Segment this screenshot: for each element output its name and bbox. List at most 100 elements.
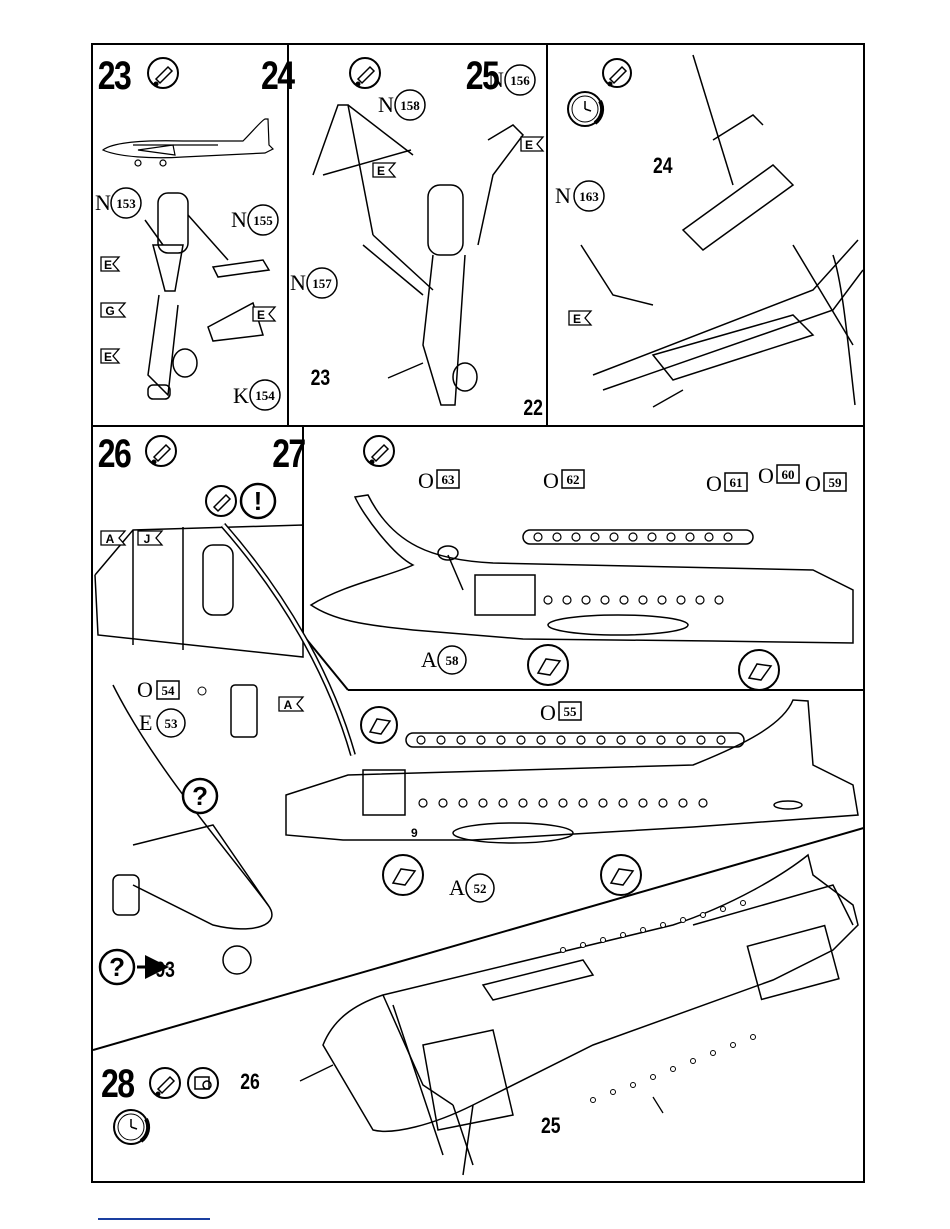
glue-point-icon <box>383 855 423 895</box>
gear-retraction-drawing <box>313 105 523 405</box>
window-label: 9 <box>411 826 418 840</box>
step-callout: 26 <box>240 1070 260 1094</box>
svg-text:A: A <box>106 532 115 546</box>
svg-text:A: A <box>284 698 293 712</box>
glue-icon <box>206 486 236 516</box>
svg-text:K: K <box>233 383 249 408</box>
svg-text:J: J <box>144 532 151 546</box>
insertion-arrow <box>223 525 353 755</box>
part-label-n155: N 155 <box>231 205 278 235</box>
glue-icon <box>364 436 394 466</box>
svg-text:N: N <box>231 207 247 232</box>
svg-text:A: A <box>421 647 437 672</box>
svg-text:E: E <box>104 258 112 272</box>
svg-text:60: 60 <box>782 467 795 482</box>
step-27: 27 O 63 O 62 O 61 O 60 O <box>272 431 858 902</box>
part-label-o63: O 63 <box>418 468 459 493</box>
footer-rule <box>98 1218 210 1220</box>
part-label-n153: N 153 <box>95 188 141 218</box>
svg-text:153: 153 <box>116 196 136 211</box>
svg-text:O: O <box>540 700 556 725</box>
step-number: 26 <box>98 431 131 476</box>
svg-text:N: N <box>378 92 394 117</box>
paint-tag-e: E <box>101 257 119 272</box>
svg-text:158: 158 <box>400 98 420 113</box>
help-icon: ? <box>183 779 217 813</box>
decal-icon <box>188 1068 218 1098</box>
clock-icon <box>114 1110 148 1144</box>
aircraft-silhouette <box>103 119 273 166</box>
svg-text:N: N <box>290 270 306 295</box>
part-label-o55: O 55 <box>540 700 581 725</box>
svg-text:54: 54 <box>162 683 176 698</box>
svg-text:59: 59 <box>829 475 843 490</box>
glue-point-icon <box>739 650 779 690</box>
svg-text:E: E <box>573 312 581 326</box>
svg-text:A: A <box>449 875 465 900</box>
fuselage-assembly-drawing <box>323 855 858 1175</box>
svg-text:E: E <box>104 350 112 364</box>
part-label-a52: A 52 <box>449 874 494 902</box>
clock-icon <box>568 92 602 126</box>
svg-text:E: E <box>377 164 385 178</box>
part-label-o60: O 60 <box>758 463 799 488</box>
glue-icon <box>603 59 631 87</box>
step-number: 27 <box>272 431 305 476</box>
part-label-o61: O 61 <box>706 471 747 496</box>
part-label-n157: N 157 <box>290 268 337 298</box>
svg-text:155: 155 <box>253 213 273 228</box>
svg-text:62: 62 <box>567 472 580 487</box>
part-label-a58: A 58 <box>421 646 466 674</box>
insertion-arrow-inner <box>223 525 353 755</box>
svg-text:O: O <box>805 471 821 496</box>
step-23: 23 N 153 <box>95 53 280 410</box>
paint-tag-j: J <box>138 531 162 546</box>
paint-tag-e: E <box>569 311 591 326</box>
svg-text:58: 58 <box>446 653 460 668</box>
svg-text:52: 52 <box>474 881 487 896</box>
part-label-n158: N 158 <box>378 90 425 120</box>
svg-text:O: O <box>418 468 434 493</box>
help-icon: ? <box>100 950 134 984</box>
callout-leader <box>653 390 683 407</box>
glue-point-icon <box>361 707 397 743</box>
svg-text:O: O <box>543 468 559 493</box>
svg-text:O: O <box>758 463 774 488</box>
paint-tag-a: A <box>101 531 125 546</box>
paint-tag-a: A <box>279 697 303 712</box>
paint-tag-e: E <box>101 349 119 364</box>
svg-text:O: O <box>706 471 722 496</box>
glue-point-icon <box>601 855 641 895</box>
part-label-o62: O 62 <box>543 468 584 493</box>
step-number: 24 <box>261 53 295 98</box>
step-number: 28 <box>101 1061 135 1106</box>
callout-leader <box>653 1097 663 1113</box>
svg-text:55: 55 <box>564 704 578 719</box>
window-strip-o62 <box>523 530 753 544</box>
svg-text:61: 61 <box>730 475 743 490</box>
svg-text:163: 163 <box>579 189 599 204</box>
svg-text:53: 53 <box>165 716 179 731</box>
step-24: 24 N 156 N 158 N <box>261 53 543 405</box>
glue-icon <box>148 58 178 88</box>
part-label-o54: O 54 <box>137 677 206 702</box>
svg-text:N: N <box>555 183 571 208</box>
part-label-n163: N 163 <box>555 181 604 211</box>
glue-point-icon <box>528 645 568 685</box>
paint-tag-g: G <box>101 303 125 318</box>
gear-bay-drawing <box>581 55 863 405</box>
svg-text:!: ! <box>254 486 263 516</box>
instruction-page: 23 N 153 <box>91 43 865 1183</box>
svg-text:154: 154 <box>255 388 275 403</box>
svg-text:?: ? <box>192 781 208 811</box>
part-label-k154: K 154 <box>233 380 280 410</box>
paint-tag-e: E <box>253 307 275 322</box>
part-label-o59: O 59 <box>805 471 846 496</box>
page-reference: 93 <box>155 958 175 982</box>
window-strip-o55 <box>406 733 744 747</box>
svg-text:63: 63 <box>442 472 456 487</box>
svg-text:E: E <box>257 308 265 322</box>
step-callout: 25 <box>541 1114 561 1138</box>
svg-text:156: 156 <box>510 73 530 88</box>
svg-text:E: E <box>525 138 533 152</box>
